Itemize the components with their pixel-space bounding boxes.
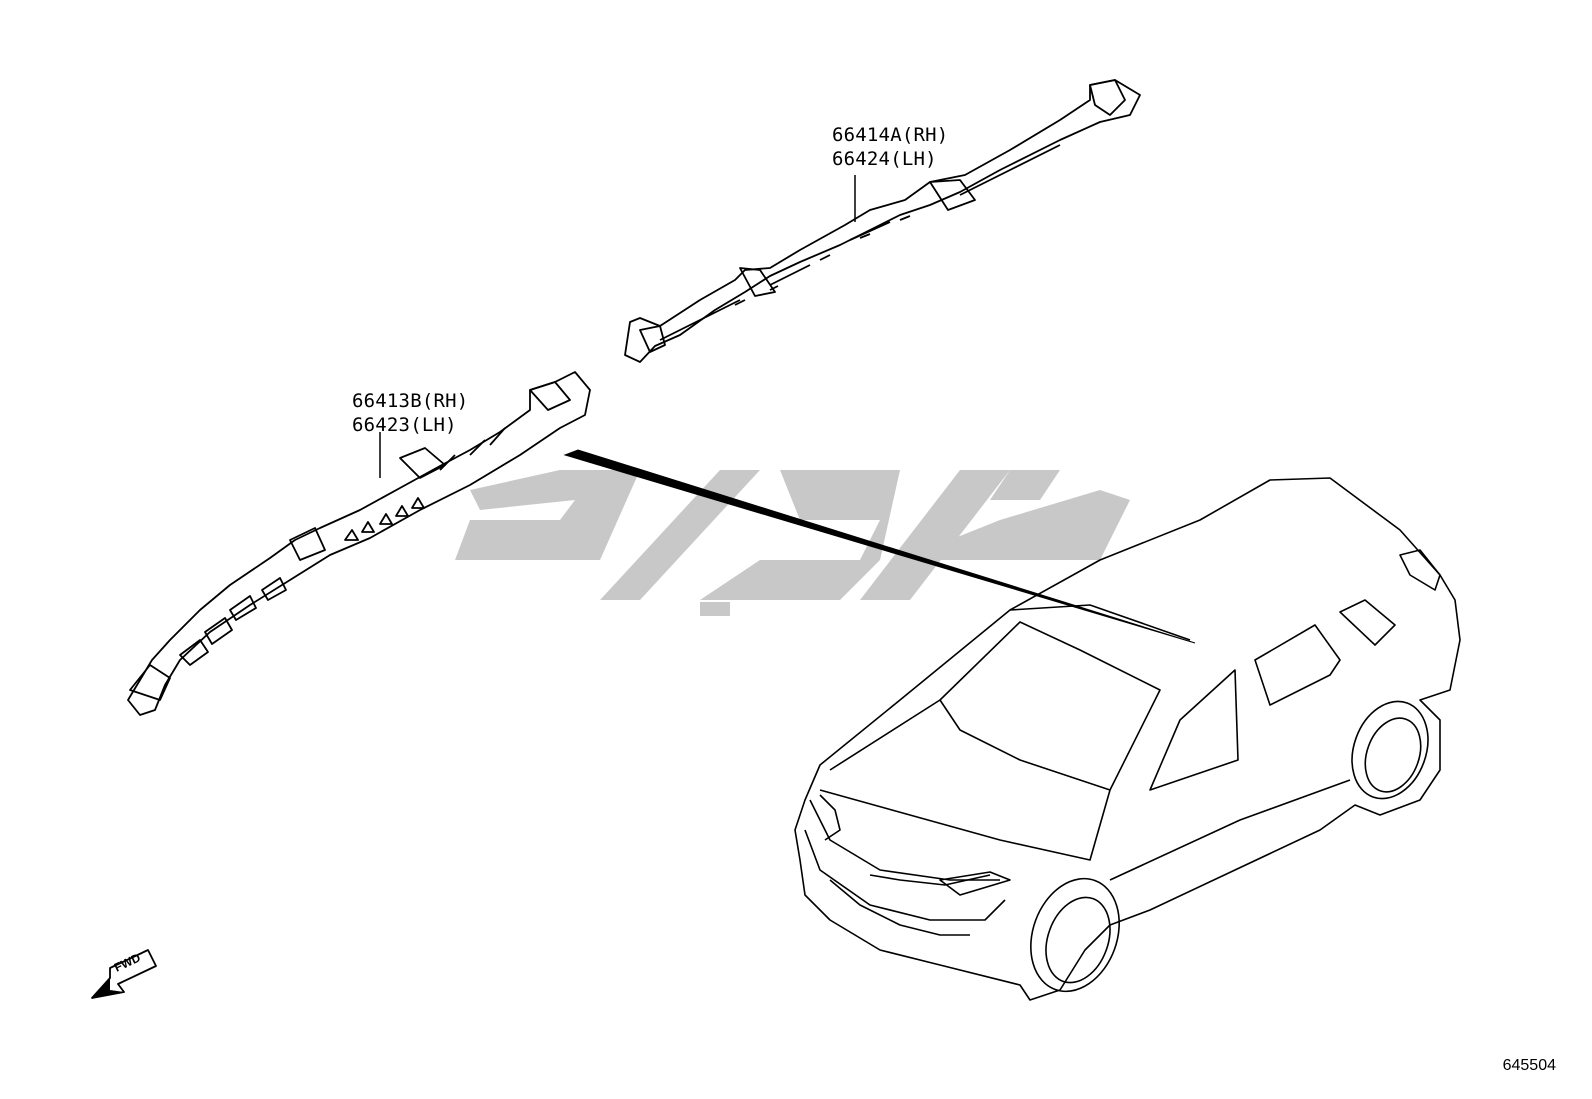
fwd-arrow-icon: [91, 949, 157, 999]
roof-rail-part-icon: [624, 79, 1141, 363]
lower-part-code-rh: 66413B(RH): [352, 390, 469, 412]
upper-part-code-lh: 66424(LH): [832, 148, 937, 170]
upper-part-code-rh: 66414A(RH): [832, 124, 949, 146]
watermark-logo: [455, 470, 1130, 616]
lower-part-code-lh: 66423(LH): [352, 414, 457, 436]
vehicle-outline-icon: [794, 477, 1461, 1001]
roof-rail-part-lower-icon: [127, 371, 591, 716]
diagram-id: 645504: [1502, 1057, 1556, 1074]
